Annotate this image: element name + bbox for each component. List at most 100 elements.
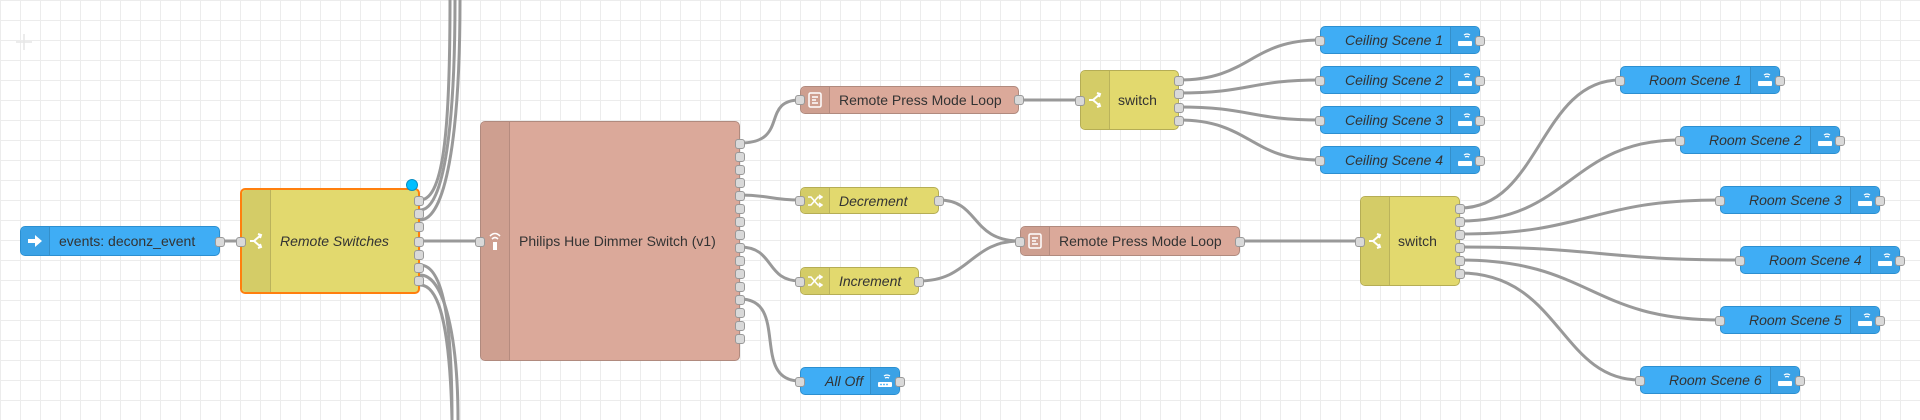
output-port[interactable]	[735, 334, 745, 344]
output-port[interactable]	[1235, 237, 1245, 247]
output-port[interactable]	[1455, 204, 1465, 214]
output-port[interactable]	[735, 230, 745, 240]
wire[interactable]	[1459, 258, 1721, 322]
output-port[interactable]	[1795, 376, 1805, 386]
output-port[interactable]	[414, 250, 424, 260]
room-scene-node[interactable]: Room Scene 5	[1715, 306, 1885, 334]
output-port[interactable]	[1455, 230, 1465, 240]
input-port[interactable]	[795, 196, 805, 206]
wire[interactable]	[419, 283, 454, 420]
output-port[interactable]	[1475, 76, 1485, 86]
input-port[interactable]	[1015, 237, 1025, 247]
output-port[interactable]	[1835, 136, 1845, 146]
output-port[interactable]	[1875, 196, 1885, 206]
output-port[interactable]	[414, 276, 424, 286]
event-node[interactable]: events: deconz_event	[20, 226, 225, 256]
wire[interactable]	[1459, 198, 1721, 236]
input-port[interactable]	[1615, 76, 1625, 86]
output-port[interactable]	[1475, 156, 1485, 166]
input-port[interactable]	[1635, 376, 1645, 386]
output-port[interactable]	[735, 308, 745, 318]
input-port[interactable]	[1315, 76, 1325, 86]
wire[interactable]	[419, 0, 457, 212]
output-port[interactable]	[414, 263, 424, 273]
room-scene-node[interactable]: Room Scene 4	[1735, 246, 1905, 274]
output-port[interactable]	[735, 295, 745, 305]
output-port[interactable]	[1875, 316, 1885, 326]
input-port[interactable]	[795, 377, 805, 387]
mode-loop-node[interactable]: Remote Press Mode Loop	[795, 86, 1024, 114]
output-port[interactable]	[735, 139, 745, 149]
dimmer-switch-node[interactable]: Philips Hue Dimmer Switch (v1)	[475, 121, 745, 361]
output-port[interactable]	[735, 269, 745, 279]
output-port[interactable]	[934, 196, 944, 206]
output-port[interactable]	[735, 243, 745, 253]
output-port[interactable]	[735, 217, 745, 227]
output-port[interactable]	[1475, 116, 1485, 126]
output-port[interactable]	[914, 277, 924, 287]
wire[interactable]	[1459, 138, 1681, 223]
output-port[interactable]	[735, 282, 745, 292]
output-port[interactable]	[414, 209, 424, 219]
output-port[interactable]	[735, 256, 745, 266]
output-port[interactable]	[1455, 269, 1465, 279]
input-port[interactable]	[1315, 156, 1325, 166]
wire[interactable]	[739, 297, 801, 383]
output-port[interactable]	[735, 321, 745, 331]
input-port[interactable]	[1715, 196, 1725, 206]
increment-node[interactable]: Increment	[795, 267, 924, 295]
output-port[interactable]	[215, 237, 225, 247]
output-port[interactable]	[414, 196, 424, 206]
input-port[interactable]	[795, 277, 805, 287]
output-port[interactable]	[1895, 256, 1905, 266]
output-port[interactable]	[1775, 76, 1785, 86]
wire[interactable]	[419, 0, 462, 222]
wire[interactable]	[1459, 271, 1641, 382]
wire[interactable]	[419, 273, 460, 420]
output-port[interactable]	[895, 377, 905, 387]
output-port[interactable]	[735, 152, 745, 162]
output-port[interactable]	[1174, 89, 1184, 99]
output-port[interactable]	[735, 178, 745, 188]
wire[interactable]	[1178, 118, 1321, 162]
wire[interactable]	[1178, 78, 1321, 95]
output-port[interactable]	[1455, 217, 1465, 227]
output-port[interactable]	[1174, 103, 1184, 113]
wire[interactable]	[1459, 78, 1621, 210]
output-port[interactable]	[1455, 243, 1465, 253]
input-port[interactable]	[795, 95, 805, 105]
all-off-node[interactable]: All Off	[795, 367, 905, 395]
wire[interactable]	[1178, 38, 1321, 82]
wire[interactable]	[918, 239, 1021, 283]
room-scene-node[interactable]: Room Scene 1	[1615, 66, 1785, 94]
input-port[interactable]	[1315, 116, 1325, 126]
output-port[interactable]	[1455, 256, 1465, 266]
mode-loop-node[interactable]: Remote Press Mode Loop	[1015, 226, 1245, 256]
input-port[interactable]	[1355, 237, 1365, 247]
wire[interactable]	[739, 245, 801, 283]
output-port[interactable]	[414, 222, 424, 232]
remote-switches-node[interactable]: Remote Switches	[236, 188, 424, 294]
input-port[interactable]	[475, 237, 485, 247]
switch-node[interactable]: switch	[1075, 70, 1184, 130]
ceiling-scene-node[interactable]: Ceiling Scene 4	[1315, 146, 1485, 174]
output-port[interactable]	[735, 191, 745, 201]
output-port[interactable]	[735, 165, 745, 175]
input-port[interactable]	[1735, 256, 1745, 266]
room-scene-node[interactable]: Room Scene 6	[1635, 366, 1805, 394]
ceiling-scene-node[interactable]: Ceiling Scene 1	[1315, 26, 1485, 54]
input-port[interactable]	[1315, 36, 1325, 46]
wire[interactable]	[1178, 105, 1321, 122]
output-port[interactable]	[1174, 116, 1184, 126]
input-port[interactable]	[1075, 96, 1085, 106]
output-port[interactable]	[1174, 76, 1184, 86]
wire[interactable]	[419, 0, 452, 202]
input-port[interactable]	[1715, 316, 1725, 326]
wire[interactable]	[1459, 245, 1741, 262]
ceiling-scene-node[interactable]: Ceiling Scene 2	[1315, 66, 1485, 94]
wire[interactable]	[938, 198, 1021, 243]
switch-node[interactable]: switch	[1355, 196, 1465, 286]
input-port[interactable]	[1675, 136, 1685, 146]
room-scene-node[interactable]: Room Scene 3	[1715, 186, 1885, 214]
